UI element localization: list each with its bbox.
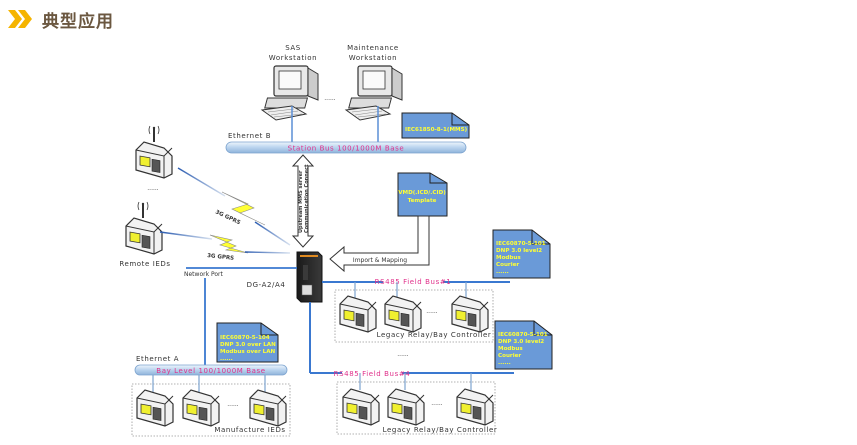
template-note-line1: VMD(.ICD/.CID) <box>398 190 446 196</box>
fieldbus-1-label-bg <box>383 277 443 286</box>
upstream-double-arrow: Upstream MMS server Communication Connec… <box>291 154 315 248</box>
lan-note-line2: DNP 3.0 over LAN <box>220 342 276 348</box>
station-bus <box>225 141 467 154</box>
legacy-2-ellipsis: ...... <box>431 400 443 407</box>
legacy-relay-icon <box>451 295 489 333</box>
legacy-label-2: Legacy Relay/Bay Controller <box>383 426 498 434</box>
gprs-link-2: 3G GPRS <box>159 231 291 262</box>
gprs-link-1: 3G GPRS <box>177 167 291 246</box>
remote-ied-icon-1 <box>135 141 173 179</box>
manufacture-ieds-label: Manufacture IEDs <box>214 426 285 434</box>
remote-ieds-label: Remote IEDs <box>119 260 170 268</box>
gprs-label-2: 3G GPRS <box>207 253 235 262</box>
manufacture-ieds-box <box>131 383 291 437</box>
template-note: VMD(.ICD/.CID) Template <box>397 172 448 217</box>
manufacture-ied-icon <box>249 389 287 427</box>
legacy-group-1-box <box>334 289 494 343</box>
lan-note-line3: Modbus over LAN <box>220 349 276 355</box>
ethernet-a-label: Ethernet A <box>136 355 179 363</box>
fieldbus-1-note-line2: DNP 3.0 level2 <box>496 248 542 254</box>
workstation-ellipsis: ...... <box>324 95 336 102</box>
fieldbus-1-note-line3: Modbus <box>496 255 521 261</box>
legacy-relay-icon <box>384 295 422 333</box>
antenna-icon-1 <box>148 125 160 143</box>
upstream-label-2: Communication Connect <box>304 164 310 233</box>
manufacture-ied-icon <box>136 389 174 427</box>
fieldbus-1-note-line5: ...... <box>496 269 509 275</box>
mms-protocol-text: IEC61850-8-1(MMS) <box>405 127 468 133</box>
bay-level-bus <box>134 364 288 376</box>
import-mapping-label: Import & Mapping <box>353 257 407 264</box>
fieldbus-4-protocol-note: IEC60870-5-101 DNP 3.0 level2 Modbus Cou… <box>494 320 553 370</box>
remote-ied-ellipsis: ...... <box>147 185 159 192</box>
remote-ied-icon-2 <box>125 217 163 255</box>
lan-protocol-note: IEC60870-5-104 DNP 3.0 over LAN Modbus o… <box>216 322 279 363</box>
fieldbus-4-note-line5: ...... <box>498 360 511 366</box>
fieldbus-4-note-line2: DNP 3.0 level2 <box>498 339 544 345</box>
station-bus-label: Station Bus 100/1000M Base <box>288 145 405 153</box>
gateway-label: DG-A2/A4 <box>247 281 286 289</box>
legacy-group-2-box <box>336 381 496 435</box>
import-mapping-arrow: Import & Mapping <box>329 215 430 273</box>
fieldbus-1-note-line1: IEC60870-5-101 <box>496 241 546 247</box>
gateway-device-icon <box>296 251 323 303</box>
gprs-label-1: 3G GPRS <box>214 209 241 226</box>
bay-level-bus-label: Bay Level 100/1000M Base <box>156 367 265 375</box>
fieldbus-4-note-line4: Courier <box>498 353 521 359</box>
section-header: 典型应用 <box>8 6 114 32</box>
sas-workstation-label-1: SAS <box>285 44 301 52</box>
fieldbus-ellipsis: ...... <box>397 351 409 358</box>
lan-note-line1: IEC60870-5-104 <box>220 335 270 341</box>
double-chevron-right-icon <box>8 10 32 28</box>
legacy-label-1: Legacy Relay/Bay Controller <box>377 331 492 339</box>
manufacture-ellipsis: ...... <box>227 401 239 408</box>
legacy-relay-icon <box>456 388 494 426</box>
section-title: 典型应用 <box>42 11 114 32</box>
fieldbus-4-note-line1: IEC60870-5-101 <box>498 332 548 338</box>
maintenance-workstation-label-2: Workstation <box>349 54 397 62</box>
fieldbus-1-label: RS485 Field Bus#1 <box>375 278 452 286</box>
template-note-line2: Template <box>408 198 437 204</box>
mms-protocol-note: IEC61850-8-1(MMS) <box>401 112 470 139</box>
legacy-relay-icon <box>339 295 377 333</box>
fieldbus-1-protocol-note: IEC60870-5-101 DNP 3.0 level2 Modbus Cou… <box>492 229 551 279</box>
antenna-icon-2 <box>137 201 149 219</box>
sas-workstation-label-2: Workstation <box>269 54 317 62</box>
fieldbus-1-note-line4: Courier <box>496 262 519 268</box>
ethernet-b-label: Ethernet B <box>228 132 271 140</box>
manufacture-ied-icon <box>182 389 220 427</box>
fieldbus-4-label: RS485 Field Bus#4 <box>334 370 411 378</box>
fieldbus-4-note-line3: Modbus <box>498 346 523 352</box>
legacy-relay-icon <box>342 388 380 426</box>
network-port-label: Network Port <box>184 271 224 278</box>
upstream-label-1: Upstream MMS server <box>298 170 304 233</box>
legacy-1-ellipsis: ...... <box>426 308 438 315</box>
maintenance-workstation-label-1: Maintenance <box>347 44 399 52</box>
maintenance-workstation-computer-icon <box>345 65 403 121</box>
lan-note-line4: ...... <box>220 356 233 362</box>
legacy-relay-icon <box>387 388 425 426</box>
fieldbus-4-label-bg <box>342 369 402 378</box>
sas-workstation-computer-icon <box>261 65 319 121</box>
